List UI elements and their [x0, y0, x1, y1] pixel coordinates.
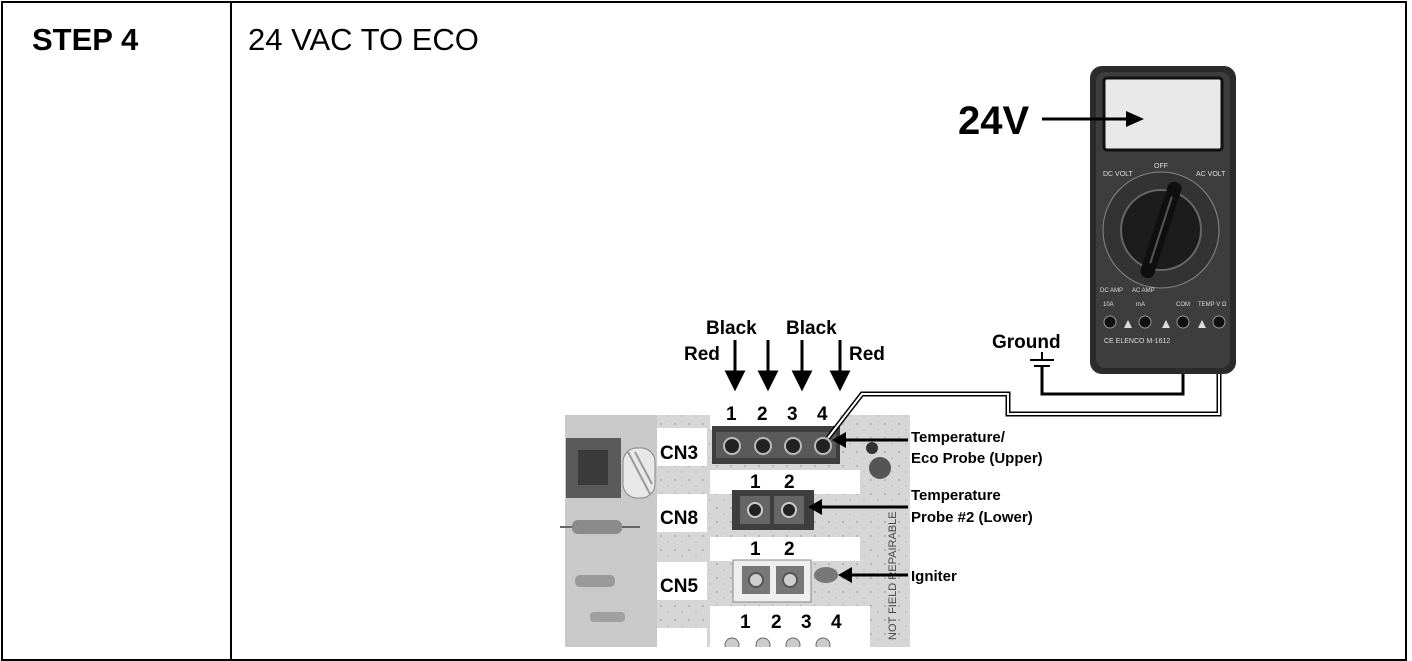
cn3-pin-3: 3: [787, 404, 798, 425]
step-title: 24 VAC TO ECO: [248, 22, 479, 57]
cn8-label: CN8: [660, 508, 698, 529]
jack-temp: [1212, 315, 1226, 329]
jack-temp-label: TEMP V Ω: [1198, 302, 1227, 308]
meter-dc-volt: DC VOLT: [1103, 171, 1134, 178]
cn4-pin-4: 4: [831, 612, 842, 633]
cn5-label: CN5: [660, 576, 698, 597]
meter-ac-amp: AC AMP: [1132, 288, 1155, 294]
wire-label-red-left: Red: [684, 344, 720, 365]
wire-arrows: [724, 340, 851, 392]
meter-ac-volt: AC VOLT: [1196, 171, 1226, 178]
cn4-pin-1: 1: [740, 612, 751, 633]
meter-brand: CE ELENCO M-1612: [1104, 338, 1170, 345]
cn5-pin-2: 2: [784, 539, 795, 560]
reading-arrow-icon: [1126, 111, 1144, 127]
step-label: STEP 4: [32, 22, 139, 57]
cn5-pin-1: 1: [750, 539, 761, 560]
jack-com: [1176, 315, 1190, 329]
connector-cn4: [724, 637, 831, 647]
jack-com-label: COM: [1176, 302, 1190, 308]
meter-off: OFF: [1154, 163, 1168, 170]
multimeter: DC VOLT AC VOLT OFF DC AMP AC AMP 10A mA…: [1090, 66, 1236, 374]
meter-reading-label: 24V: [958, 99, 1029, 143]
callout-temp-eco: Temperature/ Eco Probe (Upper): [832, 429, 1043, 467]
mounting-hole: [869, 457, 891, 479]
cn3-pin-1: 1: [726, 404, 737, 425]
cn3-pin-4: 4: [817, 404, 828, 425]
wiring-diagram: NOT FIELD REPAIRABLE: [560, 66, 1236, 647]
wire-label-black-right: Black: [786, 318, 837, 339]
callout-temp2: Temperature Probe #2 (Lower): [808, 487, 1033, 526]
callout-temp2-line1: Temperature: [911, 487, 1001, 504]
callout-igniter: Igniter: [838, 567, 957, 585]
jack-10a: [1103, 315, 1117, 329]
meter-display: [1102, 76, 1224, 152]
capacitor: [814, 567, 838, 583]
cn3-label: CN3: [660, 443, 698, 464]
callout-temp-eco-line1: Temperature/: [911, 429, 1006, 446]
jack-ma-label: mA: [1136, 302, 1145, 308]
wire-label-black-left: Black: [706, 318, 757, 339]
connector-cn3: [712, 426, 840, 464]
ground-label: Ground: [992, 332, 1061, 353]
jack-10a-label: 10A: [1103, 302, 1114, 308]
connector-cn5: [732, 559, 838, 603]
cn8-pin-2: 2: [784, 472, 795, 493]
cn8-pin-1: 1: [750, 472, 761, 493]
ground-symbol-icon: [1030, 352, 1054, 367]
cn4-pin-3: 3: [801, 612, 812, 633]
cn3-pin-2: 2: [757, 404, 768, 425]
connector-cn8: [732, 490, 814, 530]
cn4-pin-2: 2: [771, 612, 782, 633]
wire-label-red-right: Red: [849, 344, 885, 365]
callout-igniter-label: Igniter: [911, 568, 957, 585]
jack-ma: [1138, 315, 1152, 329]
meter-dc-amp: DC AMP: [1100, 288, 1123, 294]
callout-temp2-line2: Probe #2 (Lower): [911, 509, 1033, 526]
step-number-cell: [3, 3, 232, 659]
callout-temp-eco-line2: Eco Probe (Upper): [911, 450, 1043, 467]
resistor: [572, 520, 622, 534]
